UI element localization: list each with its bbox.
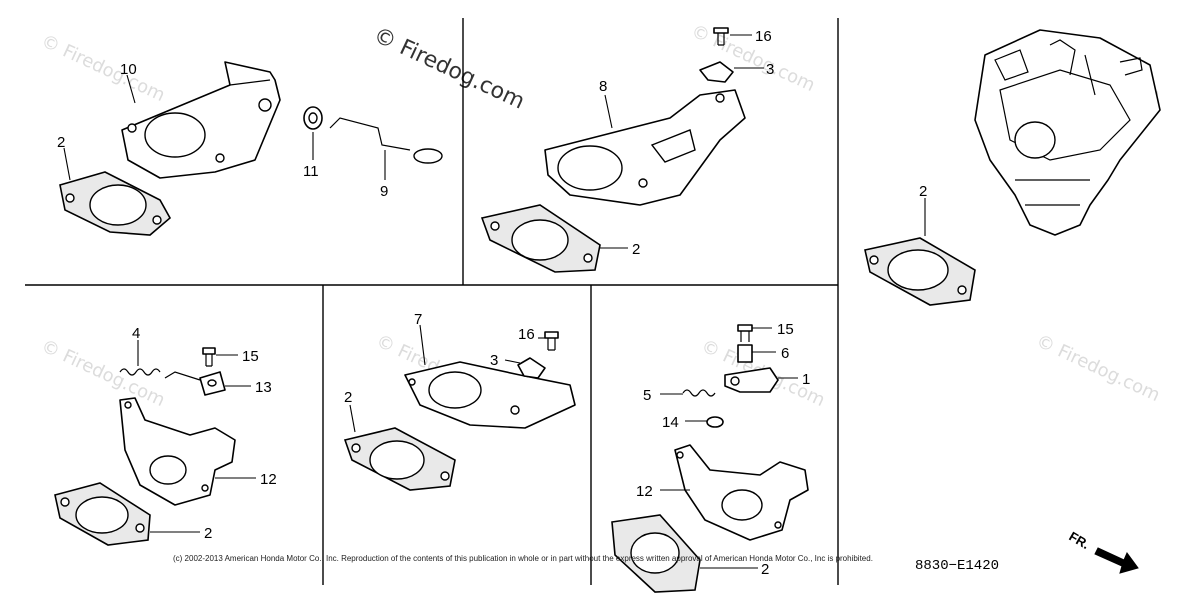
- callout-2: 2: [344, 389, 352, 406]
- callout-12: 12: [260, 471, 277, 488]
- spring-4: [119, 368, 161, 376]
- watermark-main: © Firedog.com: [369, 23, 528, 115]
- callout-11: 11: [303, 163, 319, 180]
- clip-3: [699, 61, 734, 83]
- callout-16: 16: [755, 28, 772, 45]
- callout-14: 14: [662, 414, 679, 431]
- callout-3: 3: [490, 352, 498, 369]
- callout-5: 5: [643, 387, 651, 404]
- callout-1: 1: [802, 371, 810, 388]
- callout-9: 9: [380, 183, 388, 200]
- panel-e: 7 16 3 2: [343, 311, 576, 491]
- callout-6: 6: [781, 345, 789, 362]
- diagram-code: 8830−E1420: [915, 558, 999, 574]
- callout-2: 2: [57, 134, 65, 151]
- callout-16: 16: [518, 326, 535, 343]
- watermark-text: © Firedog.com: [688, 20, 818, 96]
- callout-2: 2: [919, 183, 927, 200]
- panel-b: 16 3 8 2: [480, 27, 774, 273]
- copyright-notice: (c) 2002-2013 American Honda Motor Co., …: [173, 554, 873, 563]
- panel-d: 4 15 13 12 2: [54, 325, 277, 546]
- screw-15: [202, 347, 216, 355]
- callout-13: 13: [255, 379, 272, 396]
- callout-2: 2: [632, 241, 640, 258]
- direction-label: FR.: [1067, 529, 1093, 552]
- front-direction-arrow-icon: FR.: [1067, 529, 1139, 574]
- washer-14: [706, 416, 724, 428]
- watermark-text: © Firedog.com: [1033, 330, 1163, 406]
- panel-a: 10 2 11 9: [57, 61, 443, 236]
- panel-f: 15 6 5 1 14 12 2: [611, 321, 810, 593]
- screw-16: [544, 331, 559, 339]
- callout-3: 3: [766, 61, 774, 78]
- carburetor-body: [974, 29, 1161, 236]
- lever-1: [724, 367, 779, 393]
- callout-8: 8: [599, 78, 607, 95]
- callout-2: 2: [761, 561, 769, 578]
- spring-5: [682, 389, 716, 397]
- callout-15: 15: [242, 348, 259, 365]
- watermark-text: © Firedog.com: [38, 335, 168, 411]
- callout-10: 10: [120, 61, 137, 78]
- callout-15: 15: [777, 321, 794, 338]
- callout-7: 7: [414, 311, 422, 328]
- bracket-12: [119, 397, 236, 506]
- collar-6: [737, 344, 753, 363]
- callout-12: 12: [636, 483, 653, 500]
- screw-16: [713, 27, 729, 34]
- clip-3: [517, 357, 546, 379]
- screw-15: [737, 324, 753, 332]
- panel-c: 2: [864, 29, 1161, 306]
- callout-4: 4: [132, 325, 140, 342]
- rod-9: [329, 117, 411, 151]
- watermark-text: © Firedog.com: [38, 30, 168, 106]
- panel-dividers: [25, 18, 839, 585]
- callout-2: 2: [204, 525, 212, 542]
